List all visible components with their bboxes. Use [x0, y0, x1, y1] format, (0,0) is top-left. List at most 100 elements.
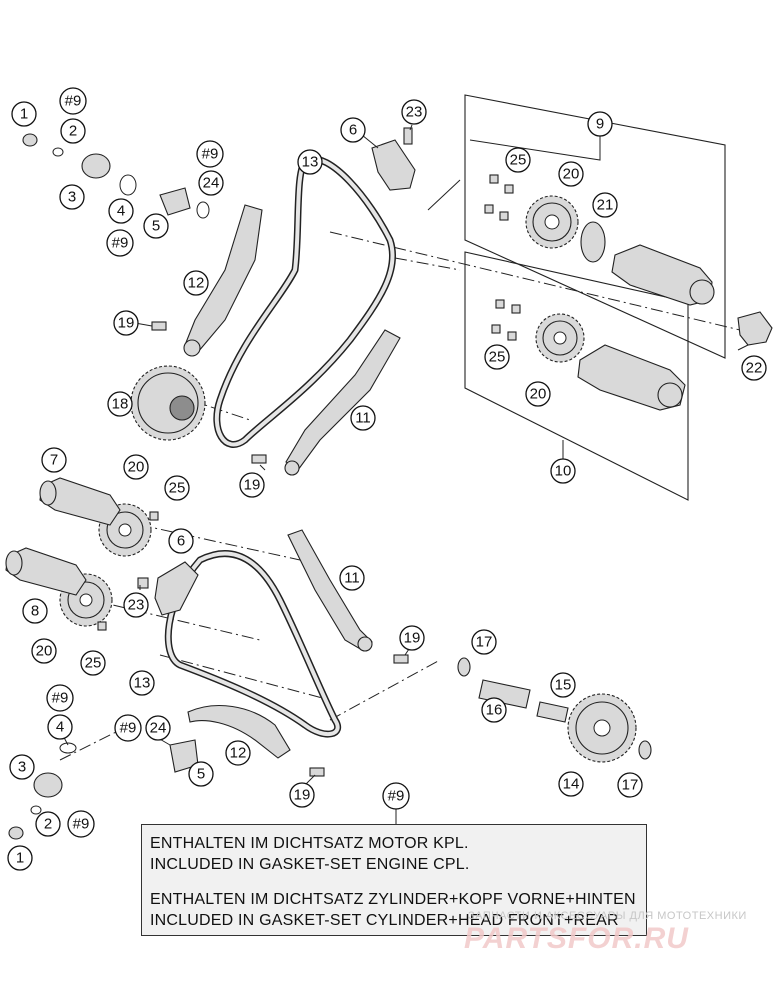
- svg-text:#9: #9: [52, 690, 69, 707]
- note-line-4: INCLUDED IN GASKET-SET CYLINDER+HEAD FRO…: [150, 912, 619, 929]
- callout-19-mid: 19: [239, 472, 265, 498]
- svg-text:23: 23: [406, 104, 423, 121]
- svg-text:#9: #9: [73, 816, 90, 833]
- callout-9-b4: #9: [67, 810, 95, 838]
- svg-text:20: 20: [128, 459, 145, 476]
- svg-text:6: 6: [177, 533, 185, 550]
- svg-text:1: 1: [16, 850, 24, 867]
- sensor-22: [737, 311, 773, 346]
- shaft-16: [478, 679, 531, 709]
- watermark-tagline: ЗАПЧАСТИ И АКСЕССУАРЫ ДЛЯ МОТОТЕХНИКИ: [468, 910, 747, 922]
- callout-17-bot: 17: [617, 772, 643, 798]
- svg-text:19: 19: [244, 477, 261, 494]
- svg-text:13: 13: [134, 675, 151, 692]
- svg-text:12: 12: [188, 275, 205, 292]
- callout-20-group9: 20: [558, 161, 584, 187]
- svg-text:#9: #9: [388, 788, 405, 805]
- callout-7: 7: [41, 447, 67, 473]
- callout-6-bot: 6: [168, 528, 194, 554]
- svg-text:#9: #9: [202, 146, 219, 163]
- svg-text:#9: #9: [65, 93, 82, 110]
- gasket-set-note: ENTHALTEN IM DICHTSATZ MOTOR KPL. INCLUD…: [141, 824, 647, 936]
- callout-3-top: 3: [59, 184, 85, 210]
- camshaft-group10: [577, 344, 686, 411]
- camshaft-group9: [611, 244, 715, 306]
- svg-text:#9: #9: [112, 235, 129, 252]
- callout-5-top: 5: [143, 213, 169, 239]
- callout-25-group9: 25: [505, 147, 531, 173]
- svg-text:20: 20: [563, 166, 580, 183]
- callout-25-left: 25: [164, 475, 190, 501]
- svg-text:13: 13: [302, 154, 319, 171]
- svg-text:7: 7: [50, 452, 58, 469]
- callout-5-bot: 5: [188, 761, 214, 787]
- sprocket-18: [130, 365, 206, 441]
- bushing-15: [536, 701, 569, 723]
- svg-text:16: 16: [486, 702, 503, 719]
- callout-20-left: 20: [123, 454, 149, 480]
- note-line-1: ENTHALTEN IM DICHTSATZ MOTOR KPL.: [150, 835, 469, 852]
- callout-25-left2: 25: [80, 650, 106, 676]
- group-9-box: [464, 94, 726, 359]
- tensioner-6-upper: [371, 139, 416, 191]
- callout-21: 21: [592, 192, 618, 218]
- camshaft-7: [39, 477, 121, 526]
- callout-9-top: #9: [59, 87, 87, 115]
- callout-4-top: 4: [108, 198, 134, 224]
- callout-13-top: 13: [297, 149, 323, 175]
- svg-text:25: 25: [169, 480, 186, 497]
- svg-text:#9: #9: [120, 720, 137, 737]
- svg-text:15: 15: [555, 677, 572, 694]
- gear-21: [580, 221, 606, 263]
- svg-text:24: 24: [203, 175, 220, 192]
- callout-23-bot: 23: [123, 592, 149, 618]
- callout-20-left2: 20: [31, 638, 57, 664]
- callout-18: 18: [107, 391, 133, 417]
- svg-text:20: 20: [530, 386, 547, 403]
- svg-text:18: 18: [112, 396, 129, 413]
- callout-8: 8: [22, 598, 48, 624]
- hardware-bottom: [8, 739, 199, 840]
- svg-text:8: 8: [31, 603, 39, 620]
- svg-text:10: 10: [555, 463, 572, 480]
- note-line-2: INCLUDED IN GASKET-SET ENGINE CPL.: [150, 856, 470, 873]
- group-10-box: [464, 251, 689, 501]
- callout-14: 14: [558, 771, 584, 797]
- callout-9-group: 9: [587, 111, 613, 137]
- callout-2-top: 2: [60, 118, 86, 144]
- svg-text:3: 3: [18, 759, 26, 776]
- svg-text:17: 17: [622, 777, 639, 794]
- svg-text:9: 9: [596, 116, 604, 133]
- svg-text:19: 19: [294, 787, 311, 804]
- tensioner-6-lower: [154, 561, 199, 616]
- callout-15: 15: [550, 672, 576, 698]
- callout-11-top: 11: [350, 405, 376, 431]
- callout-9-b3: #9: [114, 714, 142, 742]
- callout-23-top: 23: [401, 99, 427, 125]
- svg-text:3: 3: [68, 189, 76, 206]
- lower-tensioner-rail: [187, 705, 291, 759]
- washer-17-top: [457, 657, 471, 677]
- svg-text:4: 4: [56, 719, 64, 736]
- svg-text:2: 2: [44, 816, 52, 833]
- camshaft-8: [5, 547, 87, 596]
- callout-19-bot2: 19: [289, 782, 315, 808]
- callout-12-top: 12: [183, 270, 209, 296]
- note-line-3: ENTHALTEN IM DICHTSATZ ZYLINDER+KOPF VOR…: [150, 891, 636, 908]
- svg-text:25: 25: [489, 349, 506, 366]
- callout-22: 22: [741, 355, 767, 381]
- callout-6-top: 6: [340, 117, 366, 143]
- svg-text:19: 19: [118, 315, 135, 332]
- svg-text:22: 22: [746, 360, 763, 377]
- callout-12-bot: 12: [225, 740, 251, 766]
- svg-text:20: 20: [36, 643, 53, 660]
- callout-19-bot1: 19: [399, 625, 425, 651]
- svg-text:5: 5: [197, 766, 205, 783]
- callout-17-top: 17: [471, 629, 497, 655]
- callout-9-b2: #9: [46, 684, 74, 712]
- sprocket-20-group10: [535, 313, 585, 363]
- callout-16: 16: [481, 697, 507, 723]
- callout-19-top: 19: [113, 310, 139, 336]
- svg-text:6: 6: [349, 122, 357, 139]
